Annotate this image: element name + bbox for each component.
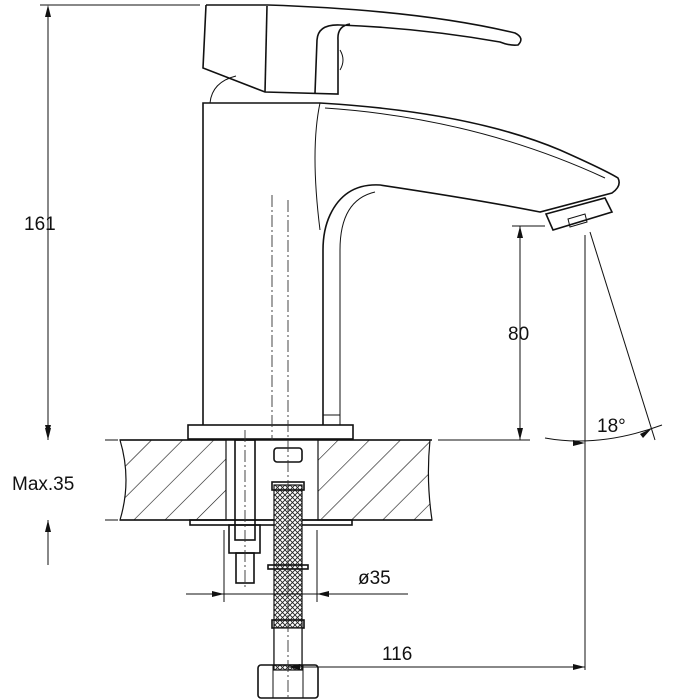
aerator: [544, 197, 614, 231]
dim-label-18-deg: 18°: [597, 416, 626, 437]
faucet-body: [202, 102, 620, 425]
dim-label-max-35: Max.35: [12, 474, 74, 495]
flexible-hose: [257, 195, 319, 700]
dimension-spout-80: 80: [440, 225, 545, 441]
handle-lever: [202, 4, 522, 104]
dimension-max-35: Max.35: [12, 415, 74, 565]
dim-label-80: 80: [508, 324, 529, 345]
dimension-reach-116: 116: [288, 644, 585, 670]
stud-bolt: [228, 430, 261, 590]
dim-label-161: 161: [24, 214, 56, 235]
dimension-angle-18: 18°: [544, 231, 663, 670]
dim-label-dia-35: ø35: [358, 568, 391, 589]
countertop-section: [105, 439, 452, 521]
dimension-hole-35: ø35: [186, 530, 408, 602]
washer-plate: [189, 519, 353, 526]
dim-label-116: 116: [382, 644, 412, 665]
base-plate: [187, 424, 354, 440]
dimension-height-161: 161: [24, 4, 200, 435]
